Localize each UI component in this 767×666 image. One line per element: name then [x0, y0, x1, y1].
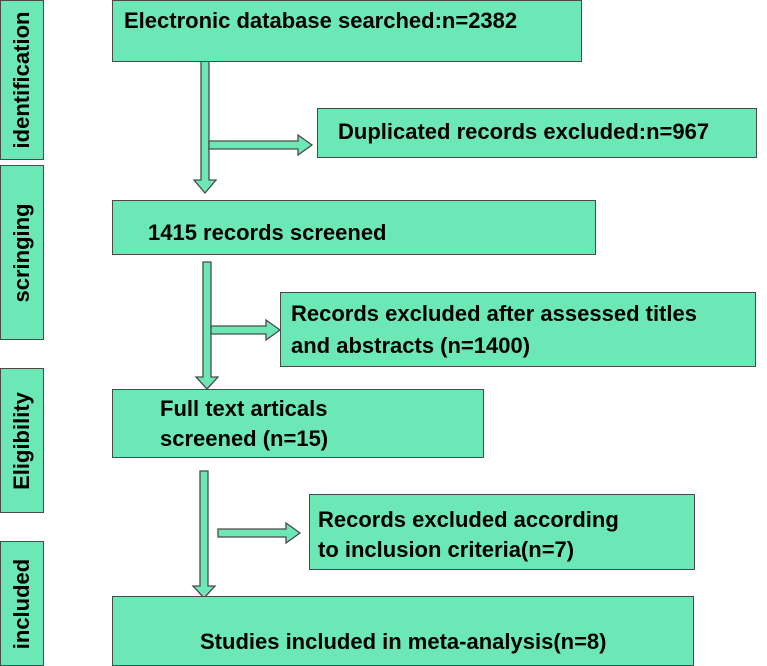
text-excluded-titles-line1: Records excluded after assessed titles [291, 301, 697, 326]
text-duplicates-excluded: Duplicated records excluded:n=967 [338, 119, 710, 144]
text-included-studies: Studies included in meta-analysis(n=8) [200, 629, 607, 654]
stage-identification: identification [0, 0, 44, 160]
box-database-searched [112, 0, 582, 62]
text-fulltext-line1: Full text articals [160, 396, 328, 421]
box-duplicates-excluded [317, 108, 757, 158]
box-excluded-criteria [309, 494, 695, 570]
stage-screening: scringing [0, 165, 44, 340]
box-fulltext-screened [112, 389, 484, 458]
box-records-screened [112, 200, 596, 255]
text-records-screened: 1415 records screened [148, 220, 387, 245]
arrow-right-excluded-titles [210, 318, 282, 342]
stage-eligibility: Eligibility [0, 368, 44, 513]
box-included-studies [112, 596, 694, 666]
arrow-right-excluded-criteria [217, 521, 302, 545]
text-fulltext-line2: screened (n=15) [160, 426, 329, 451]
arrow-down-screening [194, 261, 220, 390]
arrow-right-duplicates [208, 133, 314, 157]
text-excluded-titles-line2: and abstracts (n=1400) [291, 333, 531, 358]
text-excluded-criteria-line1: Records excluded according [318, 507, 619, 532]
text-database-searched: Electronic database searched:n=2382 [124, 8, 518, 33]
text-excluded-criteria-line2: to inclusion criteria(n=7) [318, 537, 575, 562]
arrow-down-eligibility [191, 470, 217, 599]
box-excluded-titles [280, 292, 756, 367]
stage-included: included [0, 541, 44, 666]
arrow-down-identification [192, 52, 218, 195]
